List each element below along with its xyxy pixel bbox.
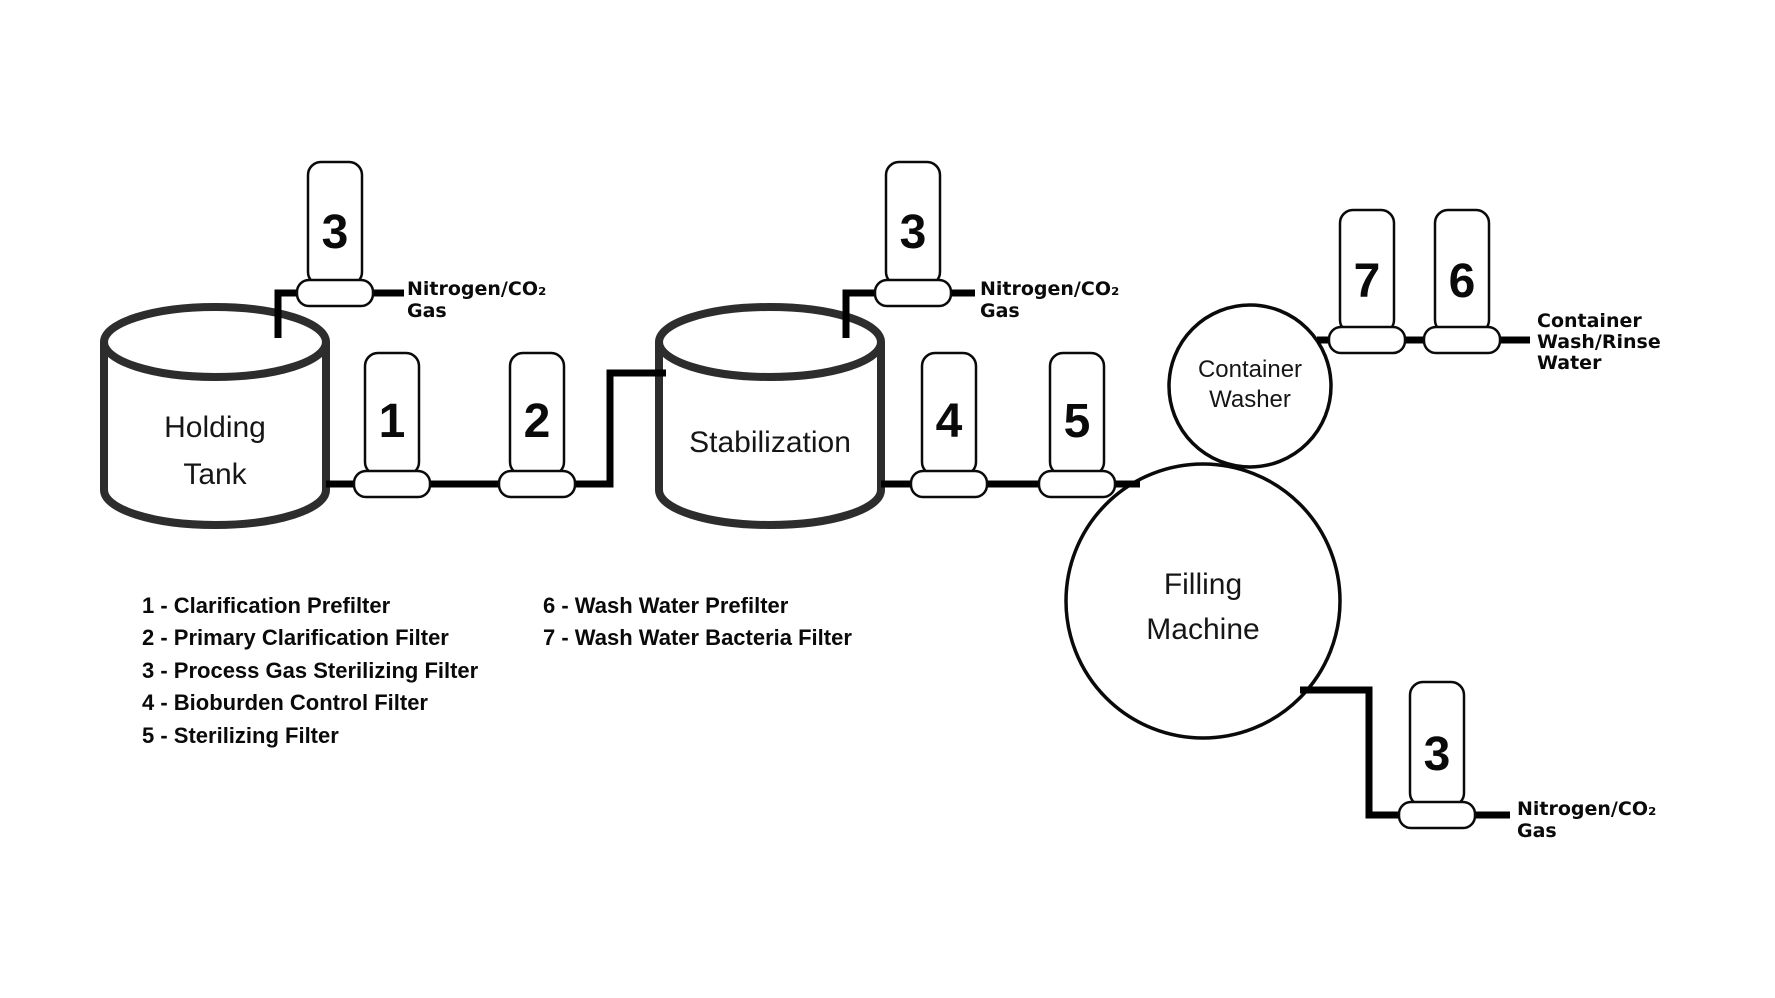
stream-label-line: Nitrogen/CO₂ [1517,798,1656,820]
filter-number: 2 [524,395,551,448]
legend-item-4: 4 - Bioburden Control Filter [142,690,428,715]
filling-machine-label: Machine [1146,613,1259,646]
legend-item-1: 1 - Clarification Prefilter [142,593,391,618]
filter-base [1422,325,1502,355]
stream-label-line: Gas [407,300,447,322]
holding-tank-label: Holding [164,411,266,444]
holding-tank-top-rim [100,303,330,381]
container-washer: Container Washer [1167,303,1333,469]
holding-tank-label: Tank [183,458,247,491]
legend-item-5: 5 - Sterilizing Filter [142,723,339,748]
holding-tank-body [100,342,330,529]
container-washer-circle [1167,303,1333,469]
filter-1-clarification-prefilter: 1 [352,351,432,499]
stream-label-line: Wash/Rinse [1537,331,1661,353]
legend-item-6: 6 - Wash Water Prefilter [543,593,789,618]
filter-base [352,469,432,499]
filling-machine-label: Filling [1164,568,1242,601]
pipe-holding-to-stabilization [326,369,666,488]
filling-machine: Filling Machine [1064,462,1342,740]
filter-2-primary-clarification: 2 [497,351,577,499]
stabilization-tank-body [655,342,885,529]
filter-number: 4 [936,395,963,448]
stream-label-line: Gas [980,300,1020,322]
legend-item-3: 3 - Process Gas Sterilizing Filter [142,658,479,683]
filter-3-filling-gas: 3 [1397,680,1477,830]
holding-tank: Holding Tank [100,303,330,529]
filling-machine-circle [1064,462,1342,740]
filter-7-wash-water-bacteria: 7 [1327,208,1407,355]
nitrogen-gas-label-filling: Nitrogen/CO₂ Gas [1517,798,1656,842]
filter-4-bioburden-control: 4 [909,351,989,499]
legend-item-7: 7 - Wash Water Bacteria Filter [543,625,852,650]
nitrogen-gas-label-holding: Nitrogen/CO₂ Gas [407,278,546,322]
legend-item-2: 2 - Primary Clarification Filter [142,625,449,650]
filter-number: 5 [1064,395,1091,448]
stream-label-line: Nitrogen/CO₂ [407,278,546,300]
filter-number: 6 [1449,255,1476,308]
filter-6-wash-water-prefilter: 6 [1422,208,1502,355]
stream-label-line: Container [1537,310,1642,332]
stabilization-tank: Stabilization [655,303,885,529]
filter-3-holding-gas: 3 [295,160,375,308]
filter-base [1397,800,1477,830]
filter-number: 3 [900,206,927,259]
container-washer-label: Container [1198,356,1302,383]
filter-base [1037,469,1117,499]
nitrogen-gas-label-stabilization: Nitrogen/CO₂ Gas [980,278,1119,322]
filter-base [295,278,375,308]
filter-base [1327,325,1407,355]
gas-pipe-filling [1300,686,1510,819]
stabilization-tank-label: Stabilization [689,426,851,459]
filter-3-stabilization-gas: 3 [873,160,953,308]
stream-label-line: Water [1537,352,1602,374]
filter-number: 3 [322,206,349,259]
stream-label-line: Gas [1517,820,1557,842]
container-wash-rinse-water-label: Container Wash/Rinse Water [1537,310,1661,374]
filter-number: 7 [1354,255,1381,308]
filter-base [497,469,577,499]
filter-legend: 1 - Clarification Prefilter 2 - Primary … [142,593,852,748]
filter-number: 1 [379,395,406,448]
filter-5-sterilizing: 5 [1037,351,1117,499]
stream-label-line: Nitrogen/CO₂ [980,278,1119,300]
stabilization-tank-top-rim [655,303,885,381]
filter-number: 3 [1424,728,1451,781]
container-washer-label: Washer [1209,386,1291,413]
filter-base [909,469,989,499]
filter-base [873,278,953,308]
